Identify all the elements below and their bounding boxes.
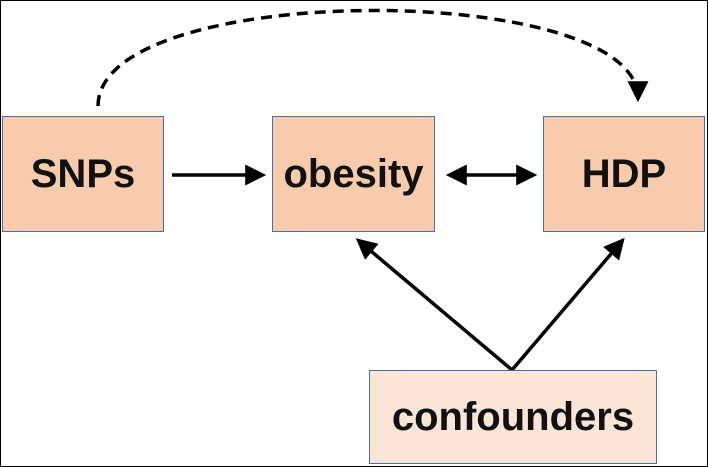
node-snps: SNPs (2, 116, 164, 232)
arrow-confounders-to-obesity (355, 238, 514, 372)
node-confounders: confounders (369, 370, 657, 464)
node-confounders-label: confounders (391, 394, 635, 439)
arrow-snps-to-hdp-dashed (96, 8, 649, 107)
node-obesity: obesity (272, 116, 435, 232)
node-hdp: HDP (543, 116, 705, 232)
node-hdp-label: HDP (581, 151, 667, 196)
node-snps-label: SNPs (30, 151, 136, 196)
node-obesity-label: obesity (283, 151, 424, 196)
arrow-confounders-to-hdp (510, 237, 625, 372)
